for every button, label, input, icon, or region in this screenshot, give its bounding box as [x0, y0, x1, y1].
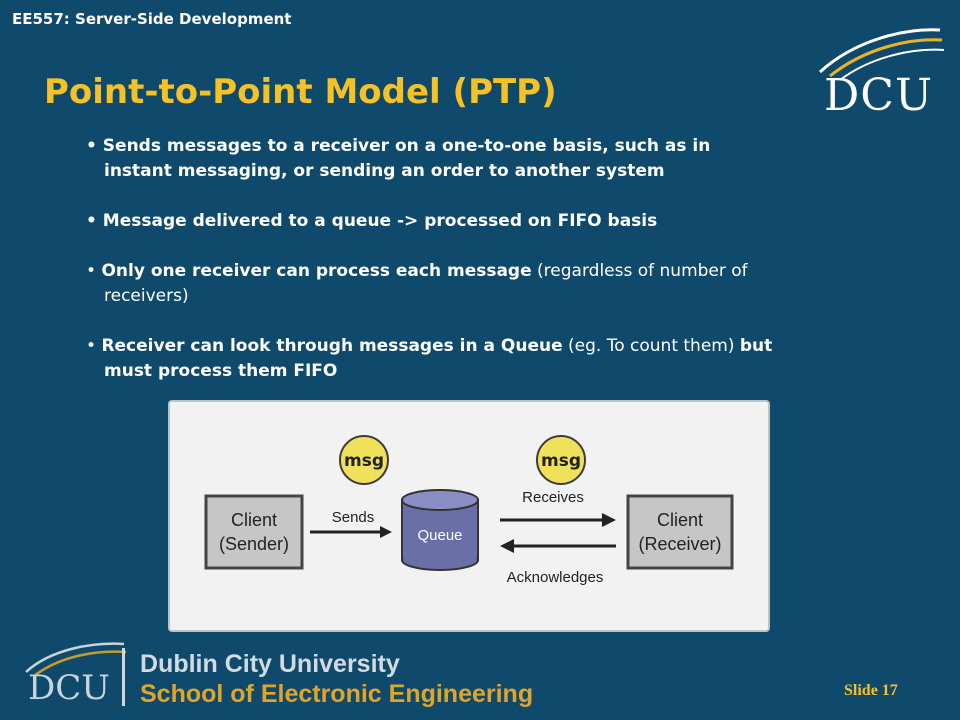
receiver-box: [626, 494, 734, 570]
queue-cylinder: [401, 489, 479, 571]
ptp-diagram: msg msg Client (Sender) Client (Receiver…: [168, 400, 770, 632]
sends-arrow: [310, 526, 392, 538]
bullet-text-bold: Receiver can look through messages in a: [101, 336, 501, 356]
footer-university: Dublin City University: [140, 650, 400, 678]
sender-box: [204, 494, 304, 570]
footer-dcu-logo: DCU: [28, 668, 110, 708]
bullet-text-cont: must process them FIFO: [104, 361, 338, 381]
bullet-list: • Sends messages to a receiver on a one-…: [86, 134, 956, 409]
acknowledges-arrow: [500, 539, 616, 553]
slide-title: Point-to-Point Model (PTP): [44, 72, 557, 112]
bullet-text-normal: (regardless of number of: [531, 261, 748, 281]
bullet-text-bold: but: [739, 336, 773, 356]
msg-label: msg: [344, 451, 384, 471]
sender-label: (Sender): [219, 534, 289, 554]
msg-icon: [536, 435, 586, 485]
bullet-item: • Sends messages to a receiver on a one-…: [86, 134, 956, 184]
slide-number: Slide 17: [844, 682, 898, 699]
bullet-item: • Only one receiver can process each mes…: [86, 259, 956, 309]
msg-label: msg: [541, 451, 581, 471]
bullet-text-bold: Only one receiver can process each messa…: [101, 261, 532, 281]
bullet-text-normal: (eg. To count them): [562, 336, 740, 356]
footer-school: School of Electronic Engineering: [140, 680, 534, 708]
receiver-label: Client: [657, 510, 703, 530]
receives-arrow: [500, 513, 616, 527]
footer-swoosh-icon: [25, 642, 127, 677]
bullet-text-cont: instant messaging, or sending an order t…: [104, 161, 665, 181]
bullet-item: • Message delivered to a queue -> proces…: [86, 211, 658, 231]
bullet-text: Sends messages to a receiver on a one-to…: [102, 136, 711, 156]
msg-icon: [339, 435, 389, 485]
sends-label: Sends: [332, 509, 375, 526]
acknowledges-label: Acknowledges: [507, 569, 604, 586]
footer-divider: [122, 648, 125, 706]
sender-label: Client: [231, 510, 277, 530]
receives-label: Receives: [522, 489, 584, 506]
dcu-swoosh-icon: [818, 28, 945, 81]
bullet-queue-word: Queue: [500, 336, 563, 356]
queue-label: Queue: [417, 527, 462, 544]
bullet-text: Message delivered to a queue -> processe…: [102, 211, 658, 231]
receiver-label: (Receiver): [638, 534, 721, 554]
dcu-logo: DCU: [824, 70, 934, 121]
bullet-text-cont: receivers): [104, 286, 189, 306]
course-title: EE557: Server-Side Development: [12, 10, 292, 28]
bullet-item: • Receiver can look through messages in …: [86, 334, 956, 384]
